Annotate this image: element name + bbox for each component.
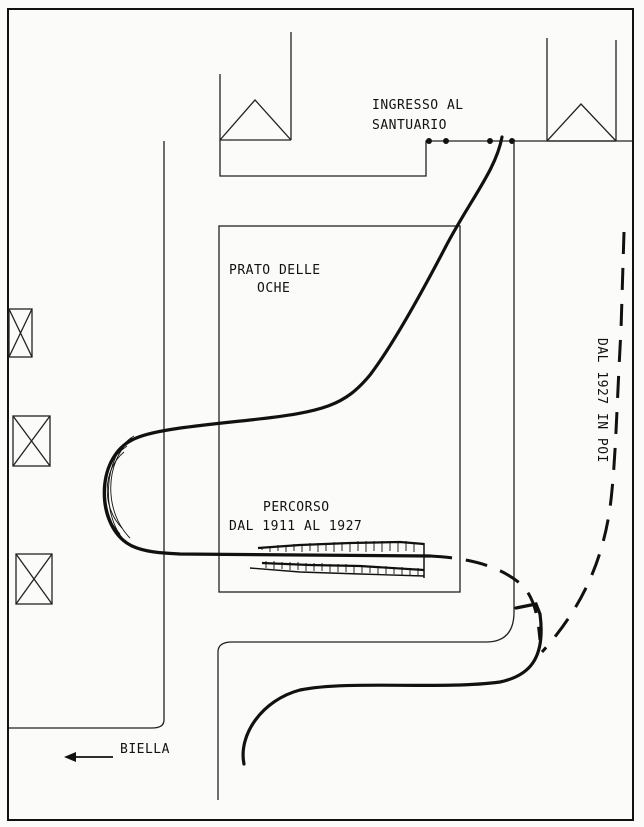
building-box-icon	[15, 553, 53, 605]
building-box-icon	[12, 415, 51, 467]
old-route-dashed	[429, 554, 542, 641]
street-right	[217, 141, 515, 800]
meadow-label-line1: PRATO DELLE	[229, 263, 321, 278]
old-route-label-line1: PERCORSO	[263, 500, 330, 515]
new-route-line	[241, 602, 543, 766]
old-route-hatching	[103, 435, 135, 545]
entrance-label-line2: SANTUARIO	[372, 118, 447, 133]
old-route-line	[102, 135, 504, 558]
arrow-left-icon	[64, 752, 113, 762]
meadow-area	[218, 225, 461, 593]
street-left	[9, 141, 165, 729]
building-roof-icon	[546, 38, 617, 142]
new-route-dashed	[540, 231, 626, 654]
direction-label: BIELLA	[120, 742, 170, 757]
new-route-label: DAL 1927 IN POI	[594, 338, 609, 463]
old-route-label-line2: DAL 1911 AL 1927	[229, 519, 362, 534]
courtyard-wall	[219, 140, 633, 177]
building-roof-icon	[219, 32, 292, 141]
gate-posts	[426, 138, 515, 144]
old-route-band	[249, 540, 425, 578]
building-box-icon	[8, 308, 33, 358]
meadow-label-line2: OCHE	[257, 281, 290, 296]
map-frame	[7, 8, 634, 821]
entrance-label-line1: INGRESSO AL	[372, 98, 464, 113]
